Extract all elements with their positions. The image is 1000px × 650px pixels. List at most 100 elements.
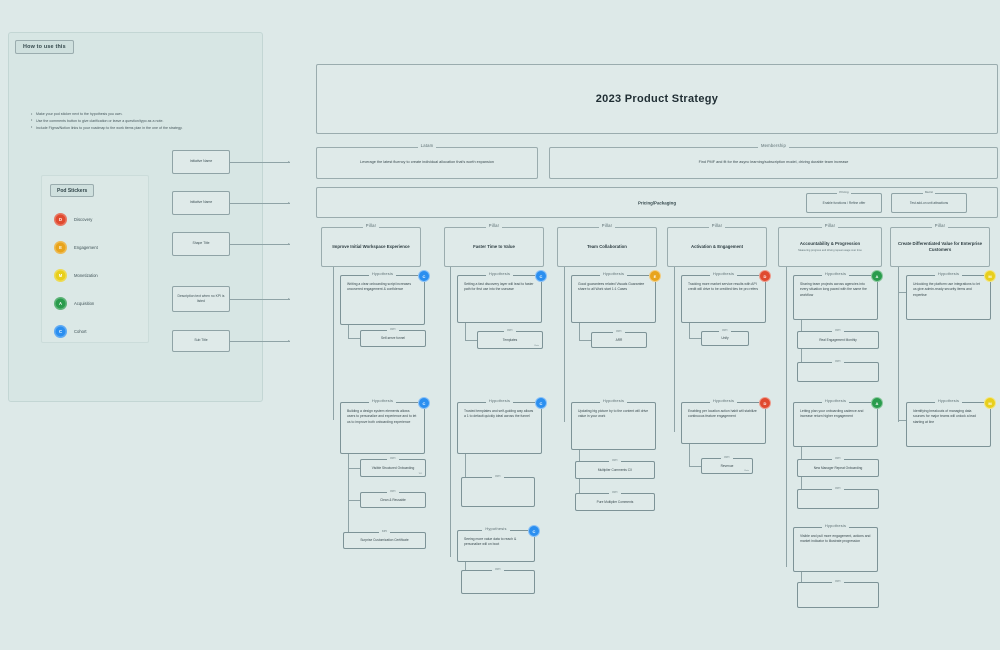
pillar-2[interactable]: Pillar Team Collaboration: [557, 223, 657, 267]
pillar-title: Create Differentiated Value for Enterpri…: [897, 240, 983, 252]
legend-connector: [230, 203, 290, 204]
kpi-label: KPI: [832, 359, 844, 363]
pod-badge-icon[interactable]: A: [871, 397, 883, 409]
pod-sticker-engagement[interactable]: E Engagement: [54, 241, 98, 254]
pod-dot-initial: C: [58, 329, 63, 335]
pillar-title: Team Collaboration: [587, 243, 627, 249]
hypothesis-label: Hypothesis: [485, 398, 514, 403]
pod-badge-icon[interactable]: D: [759, 397, 771, 409]
hypothesis-card-4-0[interactable]: Hypothesis A Sharing team projects acros…: [793, 270, 883, 320]
pod-badge-icon[interactable]: C: [528, 525, 540, 537]
kpi-label: KPI: [387, 489, 399, 493]
legend-key-4[interactable]: Sub Title: [172, 330, 230, 352]
pod-badge-icon[interactable]: D: [759, 270, 771, 282]
pod-badge-initial: D: [763, 400, 767, 406]
pod-badge-icon[interactable]: C: [535, 397, 547, 409]
kpi-card-0-0-0[interactable]: KPI Self-serve funnel: [360, 327, 426, 347]
legend-key-0[interactable]: Initiative Name: [172, 150, 230, 174]
legend-connector: [230, 244, 290, 245]
pod-sticker-cohort[interactable]: C Cohort: [54, 325, 87, 338]
hypothesis-card-2-1[interactable]: Hypothesis Updating big picture by to th…: [571, 398, 656, 450]
pod-badge-icon[interactable]: C: [535, 270, 547, 282]
hypothesis-card-0-0[interactable]: Hypothesis C Writing a clear onboarding …: [340, 270, 430, 325]
pricing-mini-box-0[interactable]: Pricing Enable functions / Refine offer: [806, 189, 882, 213]
pod-badge-icon[interactable]: C: [418, 270, 430, 282]
hypothesis-label: Hypothesis: [821, 271, 850, 276]
kpi-card-3-0-0[interactable]: KPI Unify: [701, 328, 749, 346]
pod-sticker-discovery[interactable]: D Discovery: [54, 213, 92, 226]
hypothesis-card-0-1[interactable]: Hypothesis C Building a design system el…: [340, 397, 430, 454]
pillar-title: Improve Initial Workspace Experience: [332, 243, 410, 249]
pillar-label: Pillar: [821, 223, 839, 228]
hypothesis-card-5-1[interactable]: Hypothesis M Identifying breakouts of ma…: [906, 397, 996, 447]
kpi-card-2-1-0[interactable]: KPI Multiplier Comments CX: [575, 458, 655, 479]
hypothesis-label: Hypothesis: [934, 271, 963, 276]
hypothesis-card-3-0[interactable]: Hypothesis D Tracking more market servic…: [681, 270, 771, 323]
tier2-body: Find PMF and fit for the async learning/…: [698, 160, 849, 165]
pillar-5[interactable]: Pillar Create Differentiated Value for E…: [890, 223, 990, 267]
legend-key-2[interactable]: Shape Title: [172, 232, 230, 256]
kpi-label: KPI: [387, 327, 399, 331]
legend-key-label: Sub Title: [194, 338, 208, 343]
pricing-mini-box-1[interactable]: Metric Test add-on unit attractions: [891, 189, 967, 213]
hypothesis-card-1-0[interactable]: Hypothesis C Setting a fast discovery la…: [457, 270, 547, 323]
pillar-0[interactable]: Pillar Improve Initial Workspace Experie…: [321, 223, 421, 267]
legend-key-3[interactable]: Description text when no KPI is listed: [172, 286, 230, 312]
hypothesis-card-4-2[interactable]: Hypothesis Visible and pull more engagem…: [793, 523, 878, 572]
connector: [450, 267, 451, 557]
pod-badge-initial: A: [875, 273, 879, 279]
kpi-card-0-1-1[interactable]: KPI Clean & Reusable: [360, 489, 426, 508]
pod-badge-icon[interactable]: E: [649, 270, 661, 282]
legend-key-label: Description text when no KPI is listed: [177, 293, 225, 303]
kpi-card-0-1-0[interactable]: KPI Visible Structured Onboarding W1: [360, 456, 426, 477]
kpi-label: KPI: [613, 329, 625, 333]
hypothesis-card-1-2[interactable]: Hypothesis C Seeing more value data to r…: [457, 525, 540, 562]
pod-dot-initial: A: [58, 301, 63, 307]
pod-badge-icon[interactable]: A: [871, 270, 883, 282]
pod-badge-icon[interactable]: M: [984, 270, 996, 282]
kpi-card-4-1-0[interactable]: KPI New Manager Repeat Onboarding: [797, 456, 879, 477]
legend-key-label: Initiative Name: [189, 159, 213, 164]
kpi-card-2-1-1[interactable]: KPI Pure Multiplier Comments: [575, 490, 655, 511]
pod-badge-icon[interactable]: M: [984, 397, 996, 409]
pillar-label: Pillar: [708, 223, 726, 228]
hypothesis-label: Hypothesis: [599, 271, 628, 276]
kpi-card-4-0-1[interactable]: KPI: [797, 359, 879, 382]
hypothesis-card-2-0[interactable]: Hypothesis E Good guarantees related Vis…: [571, 270, 661, 323]
pricing-packaging-frame[interactable]: Pricing/Packaging Pricing Enable functio…: [316, 187, 998, 218]
pod-sticker-acquisition[interactable]: A Acquisition: [54, 297, 94, 310]
tier2-membership[interactable]: Membership Find PMF and fit for the asyn…: [549, 143, 998, 179]
pod-badge-initial: D: [763, 273, 767, 279]
kpi-card-0-1-2[interactable]: KPI Surprise Customization Certificate: [343, 529, 426, 549]
kpi-card-4-2-0[interactable]: KPI: [797, 579, 879, 608]
kpi-card-1-0-0[interactable]: KPI Templates Rate: [477, 328, 543, 349]
hypothesis-body: Tracking more market service results wit…: [688, 282, 759, 292]
kpi-card-4-0-0[interactable]: KPI Real Engagement Monthly: [797, 328, 879, 349]
hypothesis-card-3-1[interactable]: Hypothesis D Enabling per location actio…: [681, 397, 771, 444]
kpi-label: KPI: [504, 328, 516, 332]
pod-sticker-monetization[interactable]: M Monetization: [54, 269, 98, 282]
hypothesis-card-1-1[interactable]: Hypothesis C Trusted templates and self-…: [457, 397, 547, 454]
tier2-latam[interactable]: Latam Leverage the latest fluency to cre…: [316, 143, 538, 179]
kpi-card-1-1-0[interactable]: KPI: [461, 474, 535, 507]
kpi-note: Rate: [534, 345, 539, 347]
pod-badge-initial: C: [422, 400, 426, 406]
hypothesis-card-4-1[interactable]: Hypothesis A Letting plan your onboardin…: [793, 397, 883, 447]
pillar-4[interactable]: Pillar Accountability & Progression Meas…: [778, 223, 882, 267]
hypothesis-body: Trusted templates and self-guiding way a…: [464, 409, 534, 419]
kpi-card-3-1-0[interactable]: KPI Revenue Rate: [701, 455, 753, 474]
legend-connector: [230, 162, 290, 163]
legend-key-1[interactable]: Initiative Name: [172, 191, 230, 215]
kpi-text: Self-serve funnel: [381, 336, 405, 341]
pod-badge-icon[interactable]: C: [418, 397, 430, 409]
kpi-card-4-1-1[interactable]: KPI: [797, 486, 879, 509]
kpi-card-2-0-0[interactable]: KPI ARR: [591, 329, 647, 348]
hypothesis-card-5-0[interactable]: Hypothesis M Unlocking the platform use …: [906, 270, 996, 320]
pillar-title: Accountability & Progression Measuring p…: [792, 241, 868, 253]
pillar-3[interactable]: Pillar Activation & Engagement: [667, 223, 767, 267]
kpi-text: [494, 580, 502, 584]
pillar-1[interactable]: Pillar Faster Time to Value: [444, 223, 544, 267]
pod-dot-icon: C: [54, 325, 67, 338]
kpi-card-1-2-0[interactable]: KPI: [461, 567, 535, 594]
